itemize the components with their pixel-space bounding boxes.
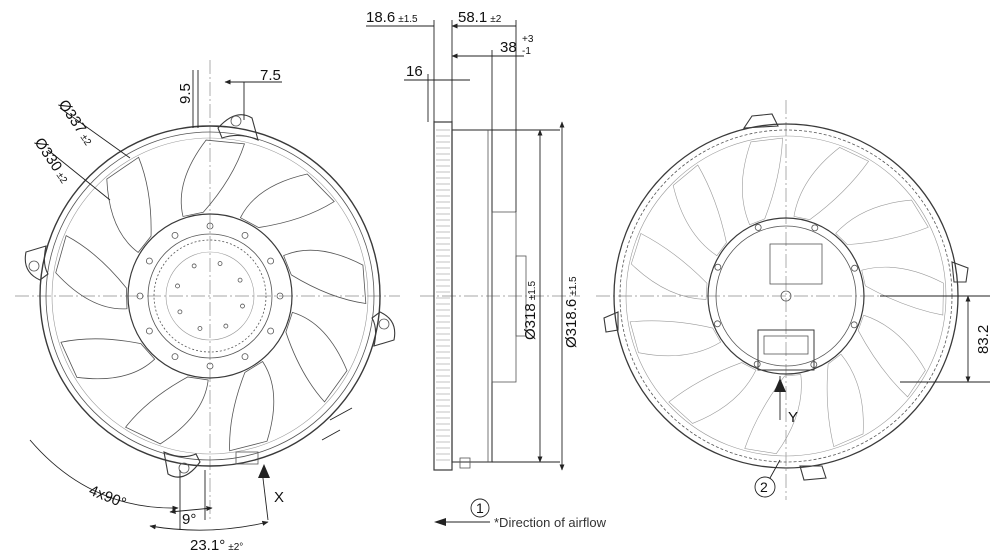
hub-hole	[267, 327, 275, 335]
rear-view: 83.2 Y 2	[596, 100, 992, 500]
dia-330-label: Ø330±2	[31, 135, 74, 187]
view-x-label: X	[274, 489, 284, 506]
side-view: 18.6±1.5 58.1±2 38 +3 -1 16 Ø318±1.5 Ø31…	[366, 9, 607, 530]
fan-blade	[793, 147, 869, 220]
fan-blade	[629, 320, 722, 357]
mounting-lug	[24, 245, 49, 281]
dia-337-label: Ø337±2	[55, 97, 98, 149]
fan-blade	[861, 266, 944, 316]
housing-screw	[850, 321, 858, 329]
fan-blade	[742, 137, 783, 226]
hub-hole	[197, 326, 203, 331]
rear-lug	[799, 465, 827, 481]
hub-hole	[145, 257, 153, 265]
electronics-label-plate	[769, 243, 823, 285]
dim-7-5-label: 7.5	[260, 67, 281, 84]
fan-blade	[124, 376, 209, 445]
hub-hole	[171, 353, 179, 361]
hub	[127, 213, 293, 379]
fan-blade	[857, 314, 926, 398]
callout-2-label: 2	[760, 479, 768, 495]
angle-9-label: 9°	[182, 511, 196, 528]
fan-blade	[744, 374, 802, 455]
hub-hole	[223, 323, 229, 329]
fan-blade	[55, 235, 128, 310]
hub-hole	[241, 231, 249, 239]
hub-hole	[206, 362, 214, 370]
hub-hole	[240, 303, 245, 309]
cooling-fins	[436, 129, 450, 461]
fan-blade	[60, 338, 156, 380]
cable-outlet	[235, 451, 259, 465]
dim-16-label: 16	[406, 63, 423, 80]
housing-screw	[811, 224, 819, 232]
hub-hole	[175, 283, 180, 289]
housing-screw	[753, 360, 761, 368]
angle-23-1-label: 23.1°±2°	[190, 537, 243, 554]
fan-blade	[630, 233, 708, 300]
housing-screw	[754, 224, 762, 231]
view-y-label: Y	[788, 409, 798, 426]
hub-hole	[206, 222, 214, 230]
hub-hole	[177, 309, 183, 315]
hub-hole	[241, 353, 249, 361]
dim-38-tol-minus: -1	[522, 46, 531, 57]
hub-hole	[276, 292, 284, 300]
hub-hole	[217, 261, 223, 266]
rear-fan-blades	[629, 137, 944, 455]
dim-83-2-label: 83.2	[975, 325, 992, 354]
rear-housing-screws	[714, 224, 858, 368]
callout-1-label: 1	[476, 500, 484, 516]
fan-blade	[239, 173, 335, 228]
hub-hole	[171, 231, 179, 239]
hub-hole	[145, 327, 153, 335]
fan-blade	[106, 156, 152, 253]
connector-box	[757, 329, 815, 371]
dim-18-6-label: 18.6±1.5	[366, 9, 418, 26]
airflow-note: *Direction of airflow	[494, 515, 607, 530]
hub-hole	[191, 263, 197, 269]
fan-blade	[285, 311, 348, 403]
hub-hole	[136, 292, 144, 300]
hub-hole	[237, 277, 243, 283]
fan-blade	[668, 362, 757, 424]
fan-blades	[55, 139, 367, 452]
mounting-lug	[371, 311, 396, 347]
dia-318-label: Ø318±1.5	[522, 280, 539, 340]
housing-screw	[714, 263, 722, 271]
rear-motor-housing	[707, 217, 865, 375]
rear-lug	[742, 113, 779, 129]
hub-holes	[136, 222, 284, 370]
dim-38-label: 38	[500, 39, 517, 56]
housing-screw	[714, 320, 721, 328]
dim-9-5-label: 9.5	[177, 83, 194, 104]
callout-2-circle	[754, 476, 776, 498]
fan-blade	[826, 353, 864, 448]
angle-4x90-label: 4x90°	[87, 482, 129, 512]
dia-318-6-label: Ø318.6±1.5	[563, 276, 580, 348]
front-view: Ø337±2 Ø330±2 9.5 7.5 4x90° 9° 23.1°±2° …	[15, 60, 400, 554]
fan-blade	[229, 360, 275, 452]
callout-1-circle	[470, 498, 490, 518]
rear-lug	[951, 261, 969, 283]
fan-blade	[283, 249, 367, 304]
rear-lug	[603, 311, 619, 333]
fan-blade	[180, 139, 245, 217]
mounting-lug	[163, 451, 201, 478]
housing-screw	[851, 264, 858, 272]
mounting-lug	[217, 114, 259, 141]
dim-58-1-label: 58.1±2	[458, 9, 502, 26]
hub-hole	[267, 257, 275, 265]
fan-blade	[835, 199, 929, 245]
fan-blade	[672, 164, 727, 257]
dim-38-tol-plus: +3	[522, 34, 534, 45]
outer-ring	[39, 125, 381, 467]
